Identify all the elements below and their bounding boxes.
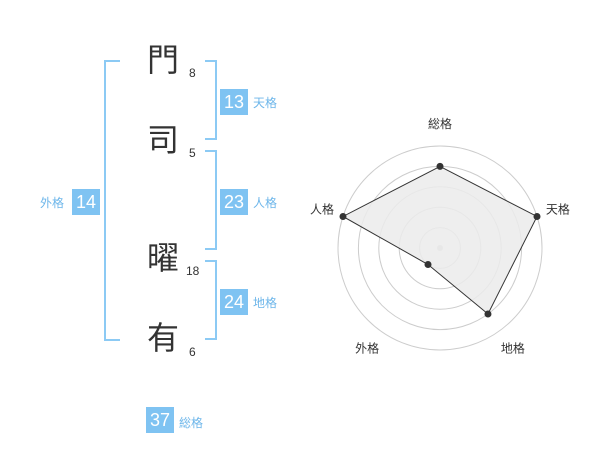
name-char-4: 有	[146, 319, 179, 357]
name-char-3: 曜	[146, 239, 179, 277]
gaikaku-label: 外格	[40, 196, 65, 210]
radar-point-1	[436, 162, 444, 170]
stroke-count-3: 18	[186, 264, 200, 278]
gaikaku-value: 14	[72, 189, 100, 215]
jinkaku-bracket	[205, 150, 217, 250]
gaikaku-bracket	[104, 60, 120, 341]
radar-point-5	[339, 212, 347, 220]
tenkaku-value: 13	[220, 89, 248, 115]
name-char-1: 門	[146, 41, 179, 79]
radar-point-4	[424, 261, 432, 269]
chikaku-label: 地格	[253, 296, 278, 310]
chikaku-value: 24	[220, 289, 248, 315]
radar-axis-label-1: 総格	[428, 116, 452, 131]
soukaku-value: 37	[146, 407, 174, 433]
stroke-count-2: 5	[189, 146, 196, 160]
radar-point-3	[484, 310, 492, 318]
radar-series-shape	[341, 165, 538, 315]
jinkaku-label: 人格	[253, 196, 278, 210]
stroke-count-4: 6	[189, 345, 196, 359]
tenkaku-bracket	[205, 60, 217, 140]
stroke-count-1: 8	[189, 66, 196, 80]
radar-axis-label-4: 外格	[355, 340, 379, 355]
radar-axis-label-3: 地格	[501, 340, 525, 355]
chikaku-bracket	[205, 260, 217, 340]
soukaku-label: 総格	[179, 416, 204, 430]
tenkaku-label: 天格	[253, 96, 278, 110]
name-char-2: 司	[146, 121, 179, 159]
jinkaku-value: 23	[220, 189, 248, 215]
radar-point-2	[533, 212, 541, 220]
radar-axis-label-2: 天格	[546, 202, 570, 217]
radar-axis-label-5: 人格	[310, 202, 334, 217]
radar-grid-ring	[337, 145, 543, 351]
